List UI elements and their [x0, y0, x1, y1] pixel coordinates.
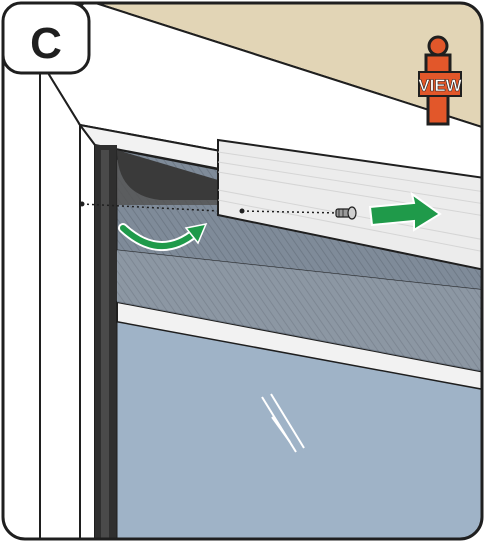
view-label: VIEW: [418, 76, 462, 95]
screw-icon: [336, 207, 356, 219]
step-badge: C: [3, 3, 89, 73]
step-label: C: [30, 19, 62, 68]
